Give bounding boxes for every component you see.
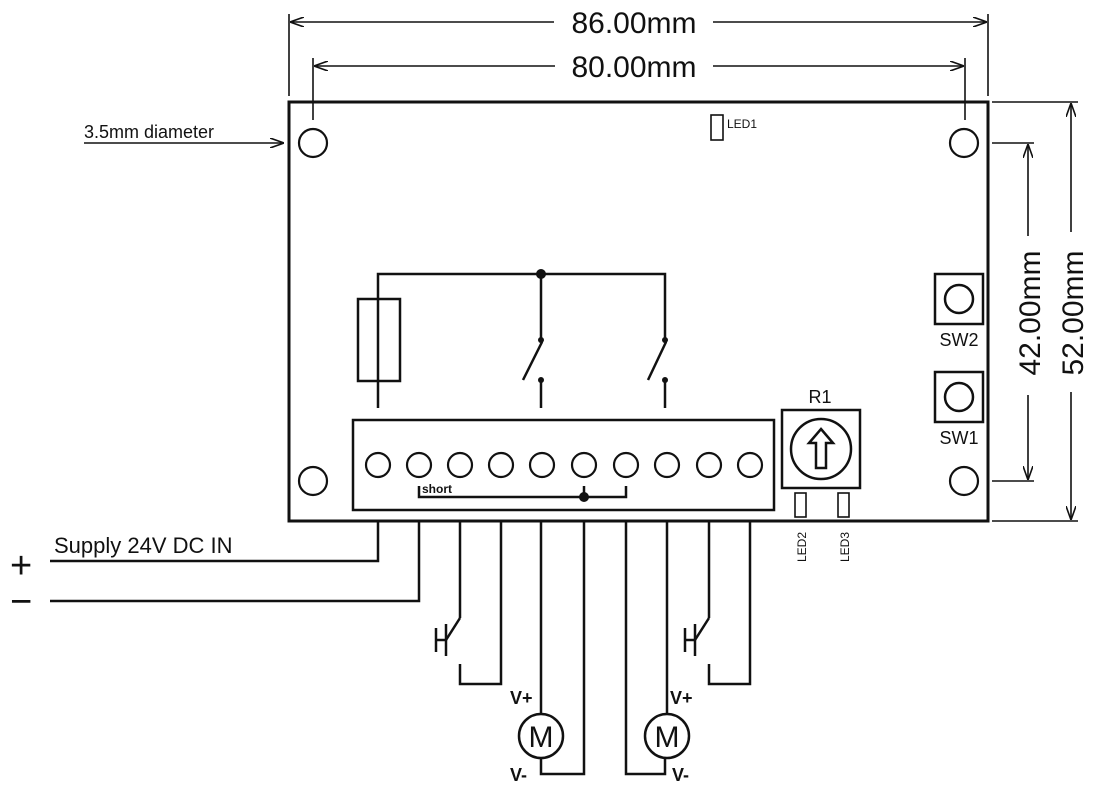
terminal-4 <box>487 451 515 479</box>
motor-2-symbol: M <box>655 721 680 754</box>
potentiometer-r1: R1 <box>780 387 862 490</box>
sw2-label: SW2 <box>939 330 978 350</box>
motor-2-vplus: V+ <box>670 688 693 708</box>
dimension-hole-width-label: 80.00mm <box>571 51 696 84</box>
terminal-10 <box>736 451 764 479</box>
mounting-hole-top-left <box>297 127 329 159</box>
dimension-hole-width: 80.00mm <box>312 51 966 120</box>
pcb-outline <box>287 100 990 523</box>
dimension-outer-width-label: 86.00mm <box>571 7 696 40</box>
dimension-outer-height-label: 52.00mm <box>1057 250 1090 375</box>
relay-contact-2 <box>646 341 668 381</box>
terminal-1 <box>364 451 392 479</box>
terminal-7 <box>612 451 640 479</box>
internal-circuit <box>356 269 668 408</box>
fuse <box>356 297 402 383</box>
led1: LED1 <box>710 114 757 141</box>
terminal-screws <box>364 451 764 479</box>
arrow-up-icon <box>806 427 836 470</box>
motor-2-vminus: V- <box>672 765 689 785</box>
relay-contact-1 <box>521 341 544 381</box>
sw1-label: SW1 <box>939 428 978 448</box>
dimension-hole-height-label: 42.00mm <box>1014 250 1047 375</box>
motor-2-icon <box>643 712 691 760</box>
dimension-hole-height: 42.00mm <box>992 142 1047 482</box>
supply-label: Supply 24V DC IN <box>54 533 233 558</box>
short-label: short <box>422 482 452 496</box>
led2-label: LED2 <box>795 532 809 562</box>
mounting-hole-top-right <box>948 127 980 159</box>
motor-1-symbol: M <box>529 721 554 754</box>
motor-1-vminus: V- <box>510 765 527 785</box>
hole-diameter-callout: 3.5mm diameter <box>84 122 283 143</box>
plus-icon: + <box>10 545 32 587</box>
terminal-3 <box>446 451 474 479</box>
switch-sw2: SW2 <box>933 272 985 350</box>
minus-icon: − <box>10 581 32 623</box>
dimension-outer-width: 86.00mm <box>288 7 989 96</box>
terminal-2 <box>405 451 433 479</box>
led3-label: LED3 <box>838 532 852 562</box>
led3: LED3 <box>837 492 852 562</box>
hole-diameter-label: 3.5mm diameter <box>84 122 214 142</box>
motor-1: M V+ V- <box>510 521 586 785</box>
motor-1-icon <box>517 712 565 760</box>
dimension-outer-height: 52.00mm <box>992 101 1090 522</box>
supply-wiring: Supply 24V DC IN + − <box>10 521 421 623</box>
push-button-1 <box>434 521 503 686</box>
terminal-8 <box>653 451 681 479</box>
led2: LED2 <box>794 492 809 562</box>
switch-sw1: SW1 <box>933 370 985 448</box>
motor-1-vplus: V+ <box>510 688 533 708</box>
r1-label: R1 <box>808 387 831 407</box>
terminal-6 <box>570 451 598 479</box>
terminal-5 <box>528 451 556 479</box>
mounting-hole-bottom-right <box>948 465 980 497</box>
led1-label: LED1 <box>727 117 757 131</box>
mounting-hole-bottom-left <box>297 465 329 497</box>
push-button-2 <box>683 521 752 686</box>
terminal-9 <box>695 451 723 479</box>
motor-2: M V+ V- <box>624 521 693 785</box>
short-jumper: short <box>417 482 628 502</box>
terminal-block <box>351 418 776 512</box>
